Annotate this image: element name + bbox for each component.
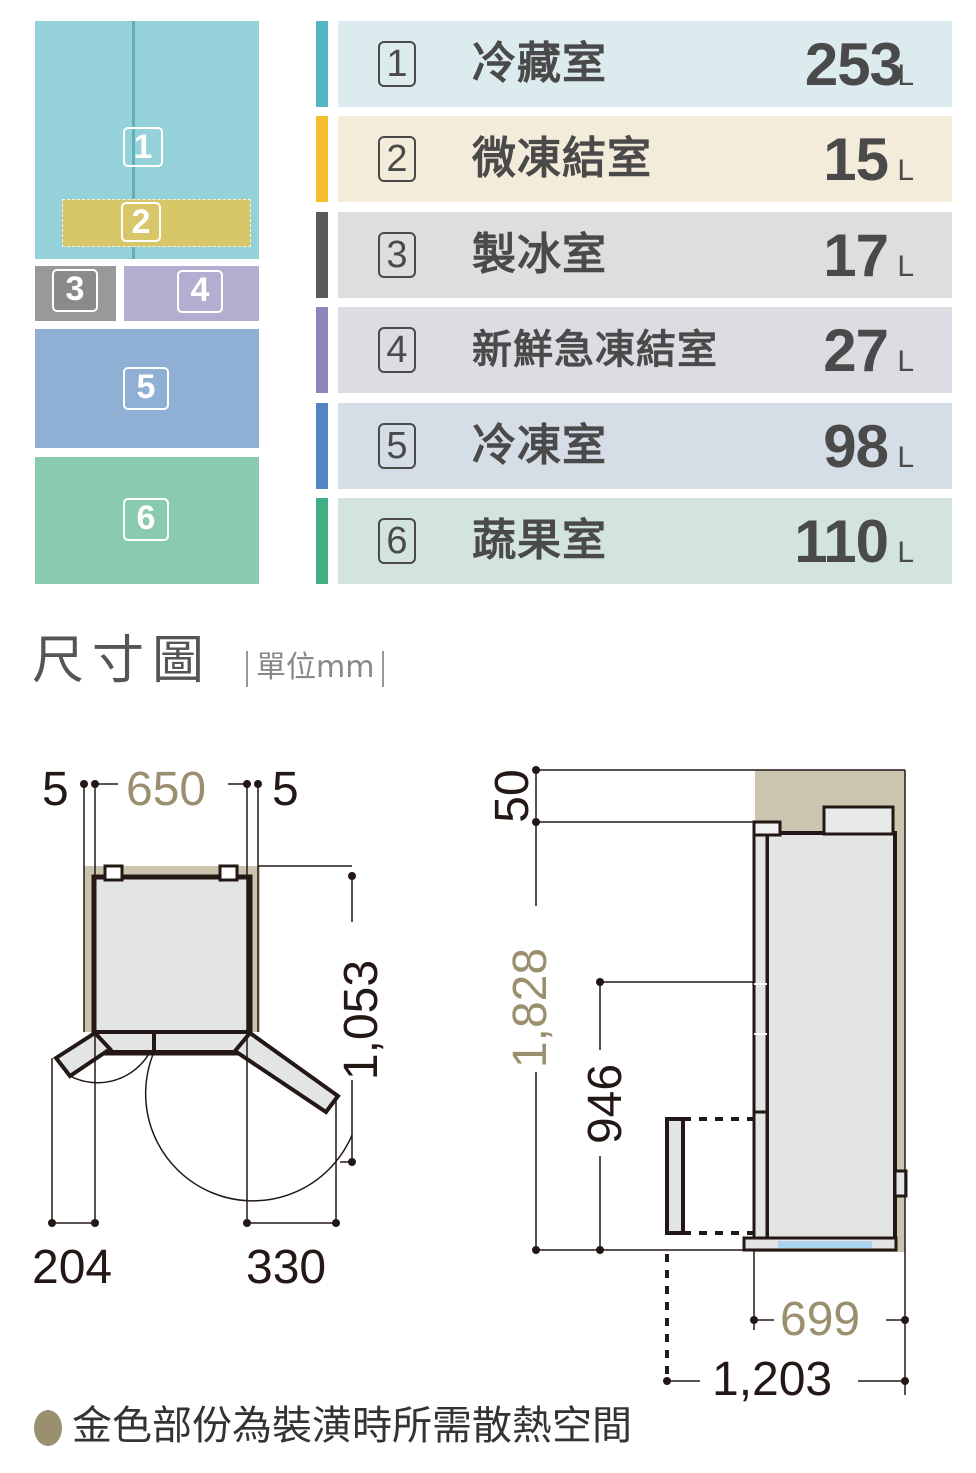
row-color-stripe — [316, 498, 328, 584]
compartment-name: 冷凍室 — [472, 420, 607, 471]
row-background — [338, 212, 952, 298]
dim-depth-open: 1,203 — [712, 1353, 833, 1406]
capacity-value: 110 — [794, 508, 889, 575]
capacity-row: 1 冷藏室 253 L — [316, 21, 952, 107]
legend-text: 金色部份為裝潢時所需散熱空間 — [72, 1403, 632, 1449]
dim-top-clearance: 50 — [486, 769, 539, 823]
capacity-row: 2 微凍結室 15 L — [316, 116, 952, 202]
row-background — [338, 116, 952, 202]
dim-right-gap: 5 — [272, 763, 299, 816]
row-number-badge: 2 — [378, 136, 416, 182]
compartment-5-freezer: 5 — [35, 329, 259, 448]
row-number-badge: 4 — [378, 327, 416, 373]
compartment-2-soft-freeze: 2 — [62, 199, 251, 247]
capacity-unit: L — [897, 250, 914, 283]
compartment-badge-4: 4 — [177, 270, 223, 313]
compartment-3-ice: 3 — [35, 266, 116, 321]
dimension-title: 尺寸圖 — [32, 631, 213, 691]
gold-dot-icon — [34, 1410, 62, 1446]
capacity-value: 15 — [823, 126, 889, 193]
capacity-value: 98 — [823, 413, 889, 480]
capacity-unit: L — [897, 154, 914, 187]
compartment-badge-6: 6 — [123, 498, 169, 541]
row-color-stripe — [316, 21, 328, 107]
dim-height: 1,828 — [504, 947, 557, 1069]
compartment-4-quick-freeze: 4 — [124, 266, 259, 321]
dim-depth: 699 — [780, 1293, 861, 1346]
compartment-badge-1: 1 — [123, 127, 163, 167]
unit-note-text: 單位mm — [256, 650, 375, 685]
compartment-name: 冷藏室 — [472, 38, 607, 89]
compartment-name: 微凍結室 — [472, 133, 652, 184]
legend: 金色部份為裝潢時所需散熱空間 — [34, 1398, 632, 1454]
compartment-badge-2: 2 — [121, 202, 161, 242]
dim-width: 650 — [126, 763, 207, 816]
row-background — [338, 21, 952, 107]
dim-left-gap: 5 — [42, 763, 69, 816]
dim-handle-height: 946 — [579, 1063, 632, 1145]
row-background — [338, 498, 952, 584]
dim-left-door-swing: 204 — [32, 1241, 113, 1294]
compartment-name: 新鮮急凍結室 — [472, 327, 718, 373]
compartment-name: 製冰室 — [472, 229, 607, 280]
top-view-drawing — [48, 780, 356, 1227]
row-color-stripe — [316, 307, 328, 393]
capacity-row: 6 蔬果室 110 L — [316, 498, 952, 584]
row-number-badge: 3 — [378, 232, 416, 278]
capacity-unit: L — [897, 345, 914, 378]
capacity-row: 4 新鮮急凍結室 27 L — [316, 307, 952, 393]
row-color-stripe — [316, 212, 328, 298]
compartment-badge-3: 3 — [52, 269, 98, 312]
capacity-unit: L — [897, 59, 914, 92]
capacity-row: 3 製冰室 17 L — [316, 212, 952, 298]
row-color-stripe — [316, 403, 328, 489]
row-background — [338, 307, 952, 393]
door-split-line — [132, 21, 135, 259]
row-number-badge: 5 — [378, 423, 416, 469]
divider — [246, 650, 248, 687]
row-color-stripe — [316, 116, 328, 202]
capacity-row: 5 冷凍室 98 L — [316, 403, 952, 489]
capacity-value: 27 — [823, 317, 889, 384]
capacity-unit: L — [897, 536, 914, 569]
unit-note: 單位mm — [238, 648, 392, 688]
dim-right-door-swing: 330 — [246, 1241, 327, 1294]
row-number-badge: 1 — [378, 41, 416, 87]
divider — [382, 650, 385, 687]
compartment-6-vegetable: 6 — [35, 457, 259, 584]
compartment-badge-5: 5 — [123, 367, 169, 410]
capacity-value: 253 — [804, 31, 903, 98]
compartment-name: 蔬果室 — [472, 515, 607, 566]
capacity-unit: L — [897, 441, 914, 474]
row-background — [338, 403, 952, 489]
row-number-badge: 6 — [378, 518, 416, 564]
side-view-drawing — [532, 766, 909, 1395]
dim-depth-open: 1,053 — [335, 959, 388, 1081]
capacity-value: 17 — [823, 222, 889, 289]
